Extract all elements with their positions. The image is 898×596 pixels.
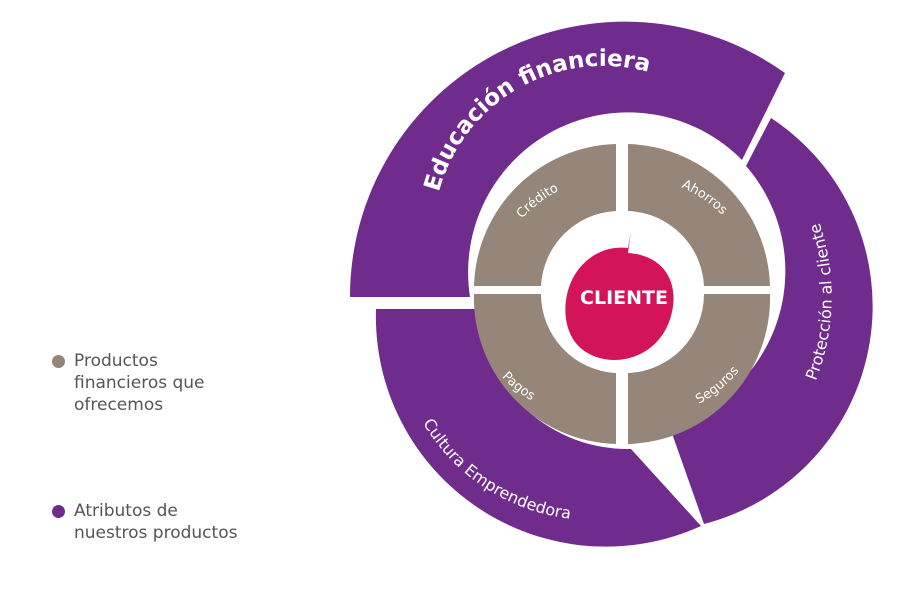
legend-line: nuestros productos bbox=[74, 523, 238, 543]
inner-segment-pagos bbox=[473, 294, 616, 444]
outer-segment-proteccion-al-cliente bbox=[669, 118, 873, 524]
cliente-label: CLIENTE bbox=[580, 287, 668, 309]
legend-dot-products bbox=[52, 355, 65, 368]
legend-text-products: Productos financieros que ofrecemos bbox=[74, 350, 274, 416]
cliente-petal-shape bbox=[565, 231, 674, 360]
legend-text-attributes: Atributos de nuestros productos bbox=[74, 500, 274, 544]
outer-segment-cultura-emprendedora bbox=[375, 309, 701, 547]
inner-segment-seguros bbox=[628, 294, 771, 444]
inner-segment-credito bbox=[474, 144, 616, 286]
legend-line: Atributos de bbox=[74, 501, 178, 521]
legend-line: financieros que bbox=[74, 373, 205, 393]
legend-line: Productos bbox=[74, 351, 158, 371]
legend-line: ofrecemos bbox=[74, 395, 164, 415]
outer-segment-educacion-financiera bbox=[349, 21, 785, 297]
inner-segment-ahorros bbox=[628, 144, 770, 286]
legend-dot-attributes bbox=[52, 505, 65, 518]
